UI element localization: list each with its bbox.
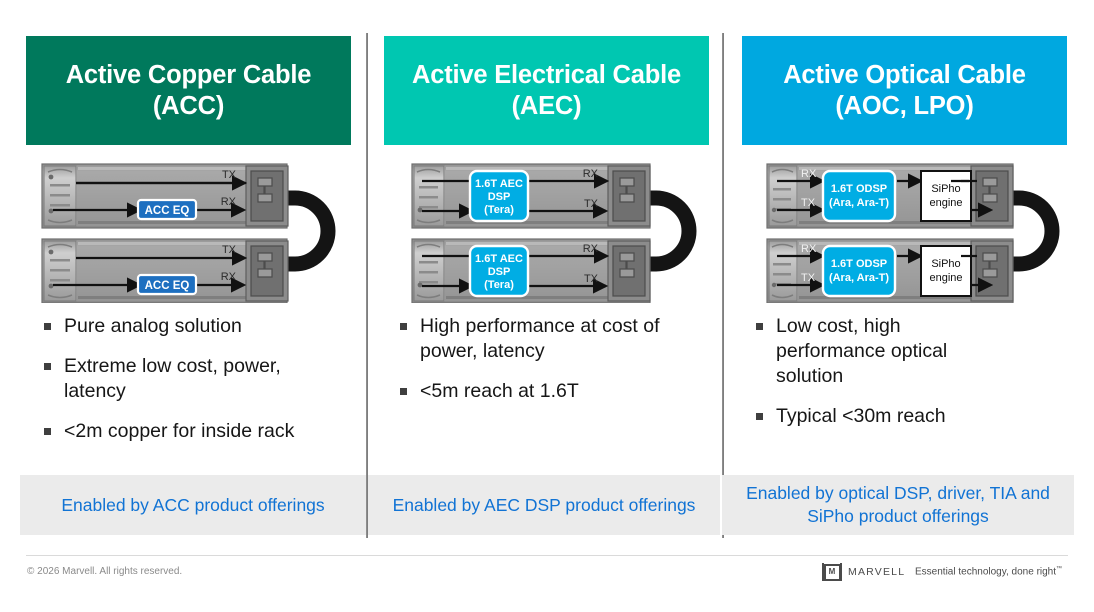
enabled-by-band-acc: Enabled by ACC product offerings [20,475,366,535]
svg-text:SiPho: SiPho [931,183,960,195]
enabled-by-text: Enabled by AEC DSP product offerings [392,494,696,515]
arrow-label-rx: RX [801,168,817,180]
logo-letter: M [823,563,841,581]
svg-text:DSP: DSP [488,266,511,278]
bullet-square-icon [400,323,407,330]
header-acc: Active Copper Cable (ACC) [26,36,351,145]
header-aec-line2: (AEC) [511,91,582,120]
header-aec-line1: Active Electrical Cable [412,61,681,90]
bullet-list-acc: Pure analog solution Extreme low cost, p… [44,314,344,459]
bullet-text: Pure analog solution [64,315,242,337]
svg-text:(Tera): (Tera) [484,204,514,216]
header-acc-line2: (ACC) [152,91,225,120]
svg-text:(Ara, Ara-T): (Ara, Ara-T) [829,272,889,284]
enabled-by-band-aoc: Enabled by optical DSP, driver, TIA and … [722,475,1074,535]
marvell-mark-icon: M [822,563,842,581]
svg-text:TX: TX [222,244,237,256]
svg-text:engine: engine [929,197,962,209]
svg-text:DSP: DSP [488,191,511,203]
footer-divider [26,555,1068,556]
diagram-aec: RX TX 1.6T AEC DSP (Tera) [410,158,710,303]
column-divider-1 [366,33,368,538]
bullet-square-icon [756,412,763,420]
marvell-logo: M MARVELL [822,563,905,581]
module-aoc-top: RX TX 1.6T ODSP (Ara, Ara-T) SiPho engin… [766,163,1014,229]
svg-text:TX: TX [584,273,599,285]
tagline: Essential technology, done right™ [915,566,1062,577]
svg-text:(Tera): (Tera) [484,279,514,291]
diagram-acc: TX RX ACC EQ [40,158,350,303]
bullet-square-icon [756,323,763,330]
arrow-label-tx: TX [801,197,816,209]
header-aoc-line2: (AOC, LPO) [835,91,974,120]
header-acc-line1: Active Copper Cable [65,61,312,90]
svg-text:(Ara, Ara-T): (Ara, Ara-T) [829,197,889,209]
svg-text:TX: TX [584,198,599,210]
list-item: High performance at cost of power, laten… [400,314,690,364]
enabled-by-text: Enabled by optical DSP, driver, TIA and … [746,483,1050,526]
svg-text:RX: RX [583,168,599,180]
svg-text:SiPho: SiPho [931,258,960,270]
svg-text:1.6T AEC: 1.6T AEC [475,178,523,190]
header-aec: Active Electrical Cable (AEC) [384,36,709,145]
svg-text:engine: engine [929,272,962,284]
arrow-label-rx: RX [221,196,237,208]
list-item: Pure analog solution [44,314,344,339]
svg-text:1.6T ODSP: 1.6T ODSP [831,258,887,270]
module-aec-top: RX TX 1.6T AEC DSP (Tera) [411,163,651,229]
chip-label-acc-eq: ACC EQ [145,205,190,217]
list-item: <2m copper for inside rack [44,419,344,444]
marvell-wordmark: MARVELL [848,566,906,578]
module-acc-bottom: TX RX ACC EQ [41,238,289,303]
list-item: Typical <30m reach [756,404,1006,429]
module-aec-bottom: RX TX 1.6T AEC DSP (Tera) [411,238,651,303]
arrow-label-tx: TX [222,169,237,181]
bullet-text: High performance at cost of power, laten… [420,315,660,362]
logo-bar-right [840,563,842,581]
bullet-square-icon [400,387,407,395]
tagline-tm: ™ [1056,566,1063,572]
bullet-text: Low cost, high performance optical solut… [776,315,948,387]
svg-text:RX: RX [221,271,237,283]
svg-text:ACC EQ: ACC EQ [145,280,190,292]
svg-text:RX: RX [583,243,599,255]
bullet-list-aec: High performance at cost of power, laten… [400,314,690,419]
bullet-square-icon [44,427,51,435]
header-aoc: Active Optical Cable (AOC, LPO) [742,36,1067,145]
bullet-text: Typical <30m reach [776,404,946,427]
list-item: Extreme low cost, power, latency [44,354,344,404]
header-aoc-line1: Active Optical Cable [783,61,1026,90]
svg-text:1.6T ODSP: 1.6T ODSP [831,183,887,195]
enabled-by-band-aec: Enabled by AEC DSP product offerings [368,475,720,535]
enabled-by-text: Enabled by ACC product offerings [61,494,325,515]
svg-text:TX: TX [801,272,816,284]
svg-text:RX: RX [801,243,817,255]
logo-bar-left [822,563,824,581]
bullet-text: <5m reach at 1.6T [420,379,579,402]
column-divider-2 [722,33,724,538]
list-item: Low cost, high performance optical solut… [756,314,1006,389]
copyright-text: © 2026 Marvell. All rights reserved. [27,566,183,577]
bullet-list-aoc: Low cost, high performance optical solut… [756,314,1006,444]
bullet-text: <2m copper for inside rack [64,419,295,442]
svg-text:1.6T AEC: 1.6T AEC [475,253,523,265]
module-aoc-bottom: RX TX 1.6T ODSP (Ara, Ara-T) SiPho engin… [766,238,1014,303]
list-item: <5m reach at 1.6T [400,379,690,404]
bullet-square-icon [44,323,51,330]
module-acc-top: TX RX ACC EQ [41,163,289,229]
diagram-aoc: RX TX 1.6T ODSP (Ara, Ara-T) SiPho engin… [765,158,1065,303]
bullet-square-icon [44,362,51,370]
tagline-text: Essential technology, done right [915,566,1057,578]
bullet-text: Extreme low cost, power, latency [64,354,281,402]
